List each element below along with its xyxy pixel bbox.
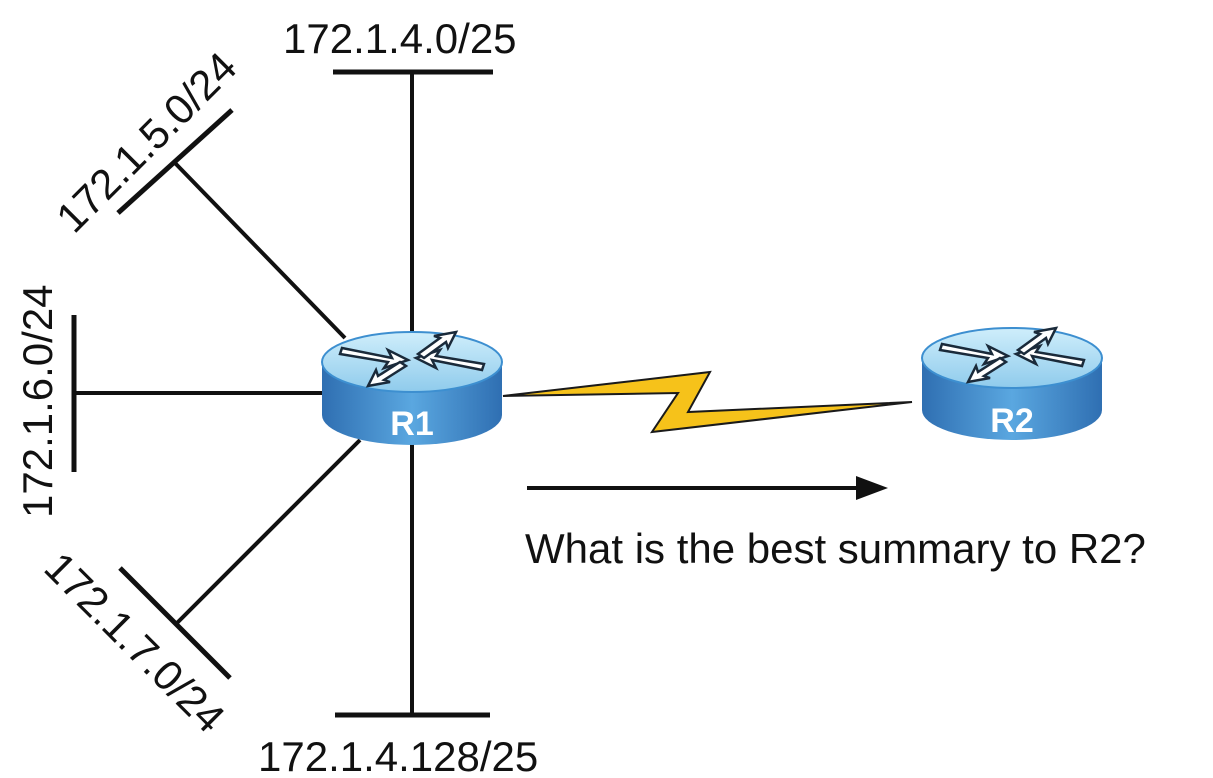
network-label-lower-left: 172.1.7.0/24 <box>36 543 234 741</box>
network-label-upper-left: 172.1.5.0/24 <box>47 43 245 241</box>
network-bar-upper-left <box>116 108 234 215</box>
router-icon <box>321 330 503 445</box>
question-text: What is the best summary to R2? <box>525 525 1146 572</box>
router-r1[interactable]: R1 <box>321 330 503 445</box>
network-bar-lower-left <box>118 566 232 680</box>
arrow-right-icon <box>527 476 888 500</box>
router-icon <box>921 326 1103 440</box>
router-label-r2: R2 <box>990 402 1033 440</box>
router-label-r1: R1 <box>390 405 433 443</box>
network-label-top: 172.1.4.0/25 <box>283 15 517 62</box>
network-label-left: 172.1.6.0/24 <box>14 284 61 518</box>
link-upper-left <box>173 161 347 340</box>
network-label-bottom: 172.1.4.128/25 <box>258 733 538 778</box>
serial-link-icon <box>502 370 913 434</box>
router-r2[interactable]: R2 <box>921 326 1103 440</box>
link-lower-left <box>173 438 362 627</box>
